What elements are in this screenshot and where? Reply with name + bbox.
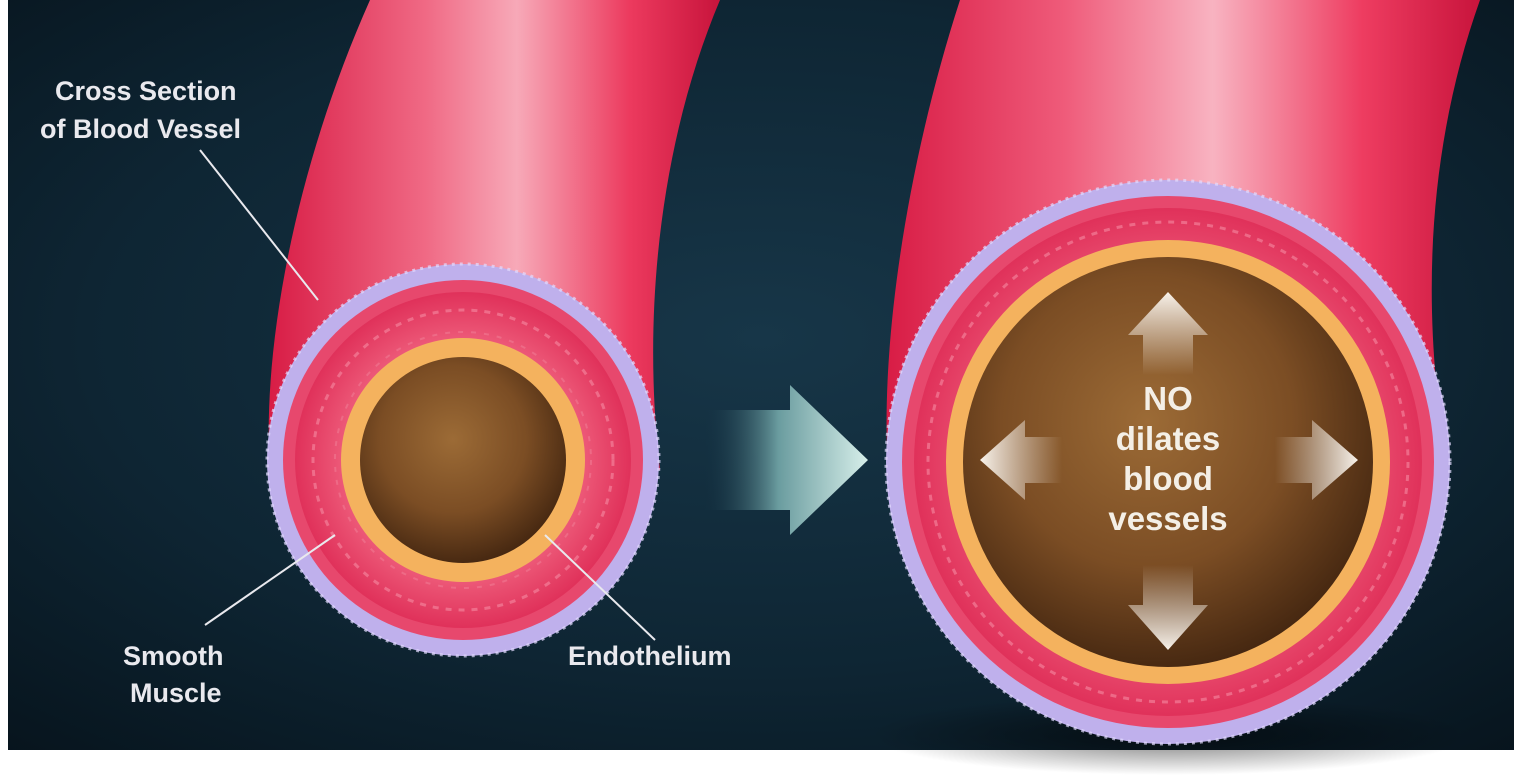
center-text-line3: blood xyxy=(1123,460,1213,497)
center-text-line2: dilates xyxy=(1116,420,1221,457)
center-text-line1: NO xyxy=(1143,380,1193,417)
endothelium-label: Endothelium xyxy=(568,641,732,671)
cross-section-label-line1: Cross Section xyxy=(55,76,237,106)
left-lumen xyxy=(360,357,566,563)
smooth-muscle-label-line2: Muscle xyxy=(130,678,222,708)
smooth-muscle-label-line1: Smooth xyxy=(123,641,224,671)
center-text-line4: vessels xyxy=(1108,500,1227,537)
cross-section-label-line2: of Blood Vessel xyxy=(40,114,241,144)
